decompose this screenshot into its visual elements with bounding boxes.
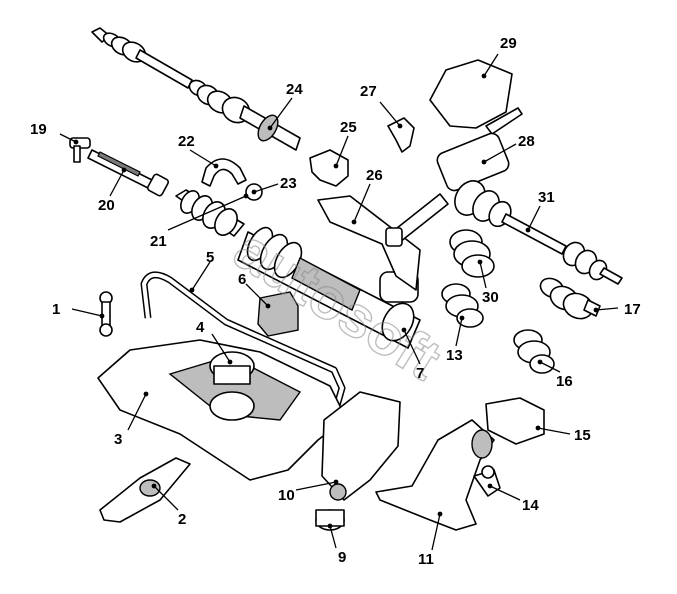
torque-arm-bush bbox=[139, 479, 161, 497]
label-1: 1 bbox=[52, 301, 60, 318]
boot-small bbox=[513, 329, 555, 374]
label-24: 24 bbox=[286, 81, 303, 98]
engine-mount bbox=[209, 351, 255, 421]
label-21: 21 bbox=[150, 233, 167, 250]
label-17: 17 bbox=[624, 301, 641, 318]
bush bbox=[315, 509, 345, 531]
stabilizer-bar-inner bbox=[141, 272, 345, 431]
label-5: 5 bbox=[206, 249, 214, 266]
wishbone-mount bbox=[485, 397, 545, 445]
tie-rod bbox=[87, 149, 170, 197]
cv-boot-inner bbox=[449, 229, 495, 278]
steering-column bbox=[385, 107, 523, 247]
link-arm bbox=[387, 117, 415, 153]
part-labels: 1 2 3 4 5 6 7 9 10 11 13 14 15 16 17 19 … bbox=[30, 35, 641, 568]
hub-carrier-bush bbox=[329, 483, 347, 501]
parts-layer: autosoft bbox=[69, 27, 623, 531]
tie-rod-end bbox=[69, 137, 91, 163]
steering-boot bbox=[175, 189, 245, 237]
leader-lines bbox=[59, 53, 619, 551]
label-25: 25 bbox=[340, 119, 357, 136]
label-4: 4 bbox=[196, 319, 205, 336]
label-3: 3 bbox=[114, 431, 122, 448]
stabilizer-bush bbox=[257, 291, 299, 337]
clamp bbox=[201, 158, 247, 187]
label-28: 28 bbox=[518, 133, 535, 150]
cv-boot bbox=[441, 283, 484, 328]
wishbone-bush bbox=[471, 429, 493, 459]
label-2: 2 bbox=[178, 511, 186, 528]
steering-rack bbox=[237, 195, 421, 349]
gearbox-bracket bbox=[429, 59, 513, 129]
label-14: 14 bbox=[522, 497, 539, 514]
label-11: 11 bbox=[418, 551, 434, 568]
label-6: 6 bbox=[238, 271, 246, 288]
label-16: 16 bbox=[556, 373, 573, 390]
drive-shaft-left bbox=[91, 27, 301, 151]
label-23: 23 bbox=[280, 175, 297, 192]
drive-shaft-right bbox=[454, 180, 623, 285]
ball-joint bbox=[473, 465, 501, 497]
label-7: 7 bbox=[416, 365, 424, 382]
label-20: 20 bbox=[98, 197, 115, 214]
stabilizer-link bbox=[99, 291, 113, 337]
label-30: 30 bbox=[482, 289, 499, 306]
label-26: 26 bbox=[366, 167, 383, 184]
label-19: 19 bbox=[30, 121, 47, 138]
mounting-bracket bbox=[309, 149, 349, 187]
wishbone bbox=[375, 419, 495, 531]
leader-dots bbox=[73, 73, 599, 529]
label-31: 31 bbox=[538, 189, 555, 206]
label-15: 15 bbox=[574, 427, 591, 444]
label-10: 10 bbox=[278, 487, 295, 504]
label-13: 13 bbox=[446, 347, 463, 364]
label-22: 22 bbox=[178, 133, 195, 150]
hub-carrier bbox=[321, 391, 401, 501]
label-27: 27 bbox=[360, 83, 377, 100]
label-9: 9 bbox=[338, 549, 346, 566]
cv-boot-outer bbox=[539, 277, 601, 320]
label-29: 29 bbox=[500, 35, 517, 52]
